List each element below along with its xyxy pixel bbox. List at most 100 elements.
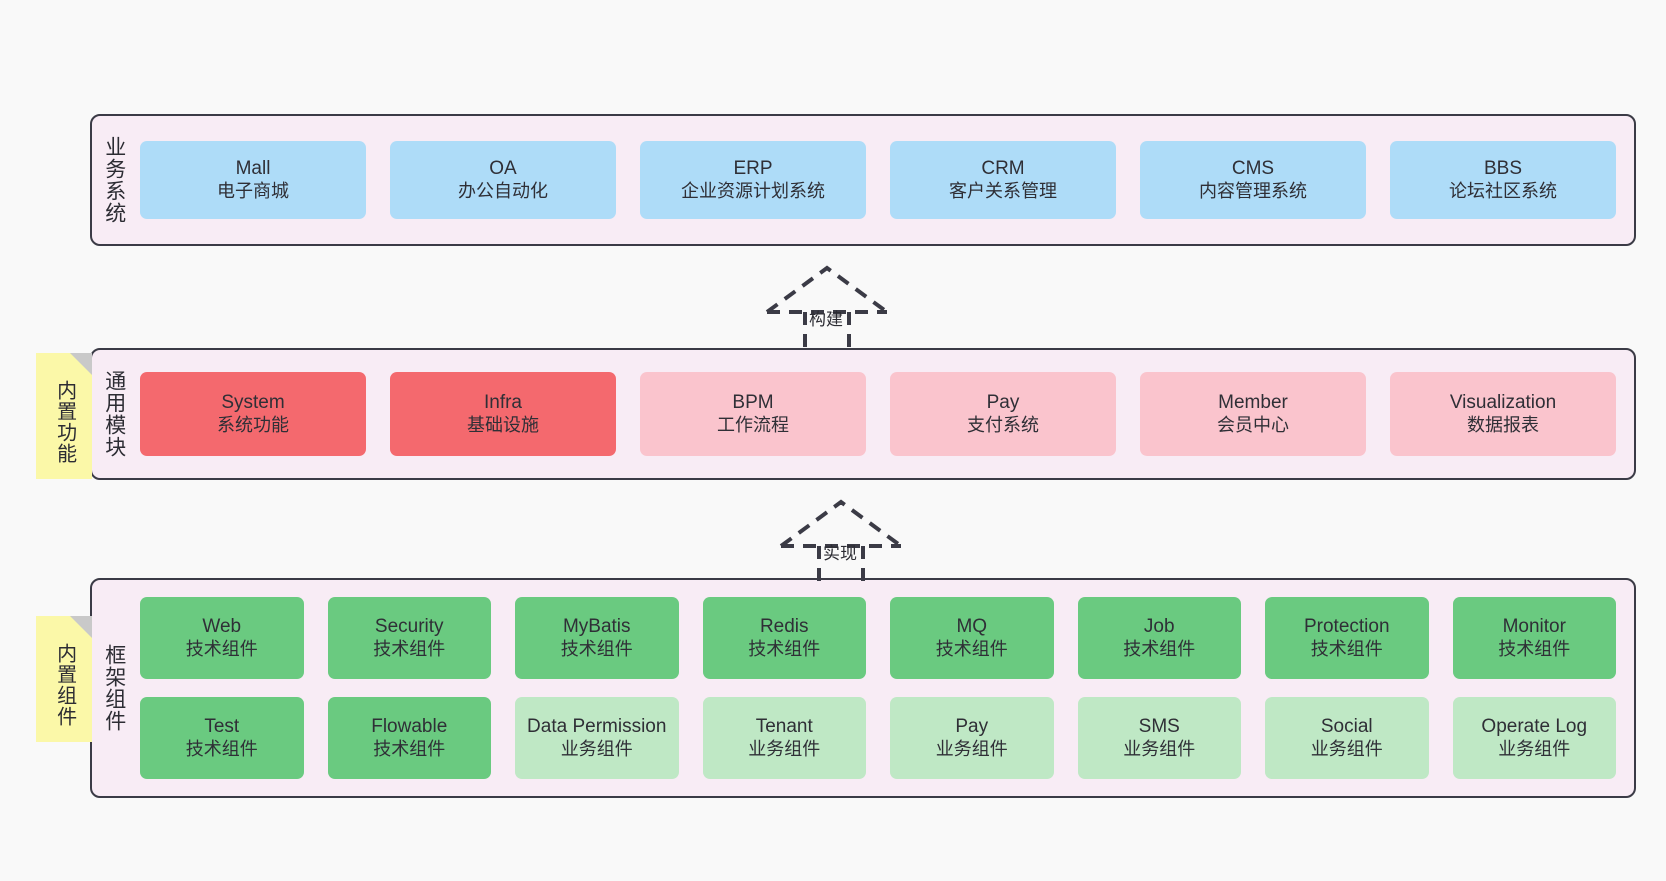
node-bbs-desc: 论坛社区系统 <box>1449 180 1557 201</box>
framework-tech-row: Web 技术组件 Security 技术组件 MyBatis 技术组件 Redi… <box>140 597 1616 679</box>
node-tenant[interactable]: Tenant 业务组件 <box>702 697 866 779</box>
node-system[interactable]: System 系统功能 <box>140 372 366 456</box>
node-mybatis-name: MyBatis <box>562 616 631 638</box>
node-web-name: Web <box>202 616 242 638</box>
node-bpm[interactable]: BPM 工作流程 <box>640 372 866 456</box>
node-visualization[interactable]: Visualization 数据报表 <box>1390 372 1616 456</box>
layer-common-module-title: 通用模块 <box>102 370 126 458</box>
node-crm[interactable]: CRM 客户关系管理 <box>890 141 1116 219</box>
node-mq[interactable]: MQ 技术组件 <box>890 597 1054 679</box>
layer-common-module: 通用模块 System 系统功能 Infra 基础设施 BPM 工作流程 Pay <box>90 348 1636 480</box>
node-job-name: Job <box>1143 616 1175 638</box>
connector-build-label: 构建 <box>809 310 843 329</box>
node-oa-desc: 办公自动化 <box>458 180 548 201</box>
node-pay-module-name: Pay <box>986 392 1020 414</box>
node-data-permission-desc: 业务组件 <box>560 738 633 759</box>
node-security-name: Security <box>374 616 444 638</box>
layer-framework-component-body: Web 技术组件 Security 技术组件 MyBatis 技术组件 Redi… <box>136 580 1634 796</box>
node-redis-name: Redis <box>759 616 809 638</box>
node-test-desc: 技术组件 <box>185 738 258 759</box>
node-data-permission[interactable]: Data Permission 业务组件 <box>515 697 679 779</box>
node-oa[interactable]: OA 办公自动化 <box>390 141 616 219</box>
node-sms-desc: 业务组件 <box>1123 738 1196 759</box>
node-erp-name: ERP <box>733 158 773 180</box>
node-mq-desc: 技术组件 <box>935 638 1008 659</box>
node-infra[interactable]: Infra 基础设施 <box>390 372 616 456</box>
node-tenant-name: Tenant <box>755 716 813 738</box>
node-mq-name: MQ <box>956 616 988 638</box>
node-monitor[interactable]: Monitor 技术组件 <box>1452 597 1616 679</box>
node-data-permission-name: Data Permission <box>527 716 667 738</box>
connector-build-arrowhead <box>765 265 889 314</box>
node-sms[interactable]: SMS 业务组件 <box>1077 697 1241 779</box>
node-bpm-name: BPM <box>732 392 774 414</box>
node-job[interactable]: Job 技术组件 <box>1077 597 1241 679</box>
connector-implement-arrowhead <box>779 499 903 548</box>
node-bpm-desc: 工作流程 <box>717 414 789 435</box>
node-flowable[interactable]: Flowable 技术组件 <box>327 697 491 779</box>
node-mall-name: Mall <box>235 158 271 180</box>
node-protection-name: Protection <box>1303 616 1390 638</box>
node-erp-desc: 企业资源计划系统 <box>681 180 825 201</box>
node-crm-desc: 客户关系管理 <box>949 180 1057 201</box>
layer-common-module-body: System 系统功能 Infra 基础设施 BPM 工作流程 Pay 支付系统… <box>136 350 1634 478</box>
node-cms[interactable]: CMS 内容管理系统 <box>1140 141 1366 219</box>
node-mybatis[interactable]: MyBatis 技术组件 <box>515 597 679 679</box>
node-pay-component[interactable]: Pay 业务组件 <box>890 697 1054 779</box>
business-node-row: Mall 电子商城 OA 办公自动化 ERP 企业资源计划系统 CRM 客户关系… <box>140 141 1616 219</box>
node-web-desc: 技术组件 <box>185 638 258 659</box>
node-bbs[interactable]: BBS 论坛社区系统 <box>1390 141 1616 219</box>
node-social-desc: 业务组件 <box>1310 738 1383 759</box>
node-cms-name: CMS <box>1231 158 1275 180</box>
node-redis[interactable]: Redis 技术组件 <box>702 597 866 679</box>
node-flowable-name: Flowable <box>371 716 448 738</box>
node-social[interactable]: Social 业务组件 <box>1265 697 1429 779</box>
module-node-row: System 系统功能 Infra 基础设施 BPM 工作流程 Pay 支付系统… <box>140 372 1616 456</box>
node-protection-desc: 技术组件 <box>1310 638 1383 659</box>
node-monitor-name: Monitor <box>1502 616 1566 638</box>
node-operate-log-name: Operate Log <box>1481 716 1588 738</box>
node-operate-log[interactable]: Operate Log 业务组件 <box>1452 697 1616 779</box>
node-flowable-desc: 技术组件 <box>373 738 446 759</box>
node-erp[interactable]: ERP 企业资源计划系统 <box>640 141 866 219</box>
node-member-desc: 会员中心 <box>1217 414 1289 435</box>
node-pay-component-name: Pay <box>955 716 989 738</box>
note-builtin-function: 内置功能 <box>36 353 92 479</box>
node-pay-component-desc: 业务组件 <box>935 738 1008 759</box>
node-mybatis-desc: 技术组件 <box>560 638 633 659</box>
node-social-name: Social <box>1320 716 1373 738</box>
node-visualization-desc: 数据报表 <box>1467 414 1539 435</box>
node-crm-name: CRM <box>981 158 1025 180</box>
node-mall[interactable]: Mall 电子商城 <box>140 141 366 219</box>
connector-implement: 实现 <box>771 496 931 584</box>
note-builtin-component: 内置组件 <box>36 616 92 742</box>
node-visualization-name: Visualization <box>1449 392 1557 414</box>
node-cms-desc: 内容管理系统 <box>1199 180 1307 201</box>
node-test[interactable]: Test 技术组件 <box>140 697 304 779</box>
node-member[interactable]: Member 会员中心 <box>1140 372 1366 456</box>
layer-framework-component: 框架组件 Web 技术组件 Security 技术组件 MyBatis 技术组件… <box>90 578 1636 798</box>
node-protection[interactable]: Protection 技术组件 <box>1265 597 1429 679</box>
node-test-name: Test <box>204 716 240 738</box>
node-oa-name: OA <box>489 158 517 180</box>
node-monitor-desc: 技术组件 <box>1498 638 1571 659</box>
node-security-desc: 技术组件 <box>373 638 446 659</box>
node-sms-name: SMS <box>1138 716 1180 738</box>
layer-framework-component-title: 框架组件 <box>102 644 126 732</box>
node-pay-module[interactable]: Pay 支付系统 <box>890 372 1116 456</box>
node-bbs-name: BBS <box>1483 158 1523 180</box>
connector-build: 构建 <box>757 262 917 350</box>
node-infra-desc: 基础设施 <box>467 414 539 435</box>
framework-biz-row: Test 技术组件 Flowable 技术组件 Data Permission … <box>140 697 1616 779</box>
node-job-desc: 技术组件 <box>1123 638 1196 659</box>
layer-business-system-body: Mall 电子商城 OA 办公自动化 ERP 企业资源计划系统 CRM 客户关系… <box>136 116 1634 244</box>
node-system-name: System <box>221 392 285 414</box>
node-security[interactable]: Security 技术组件 <box>327 597 491 679</box>
node-tenant-desc: 业务组件 <box>748 738 821 759</box>
node-operate-log-desc: 业务组件 <box>1498 738 1571 759</box>
node-web[interactable]: Web 技术组件 <box>140 597 304 679</box>
layer-business-system-title: 业务系统 <box>102 136 126 224</box>
node-redis-desc: 技术组件 <box>748 638 821 659</box>
connector-implement-label: 实现 <box>823 544 857 563</box>
